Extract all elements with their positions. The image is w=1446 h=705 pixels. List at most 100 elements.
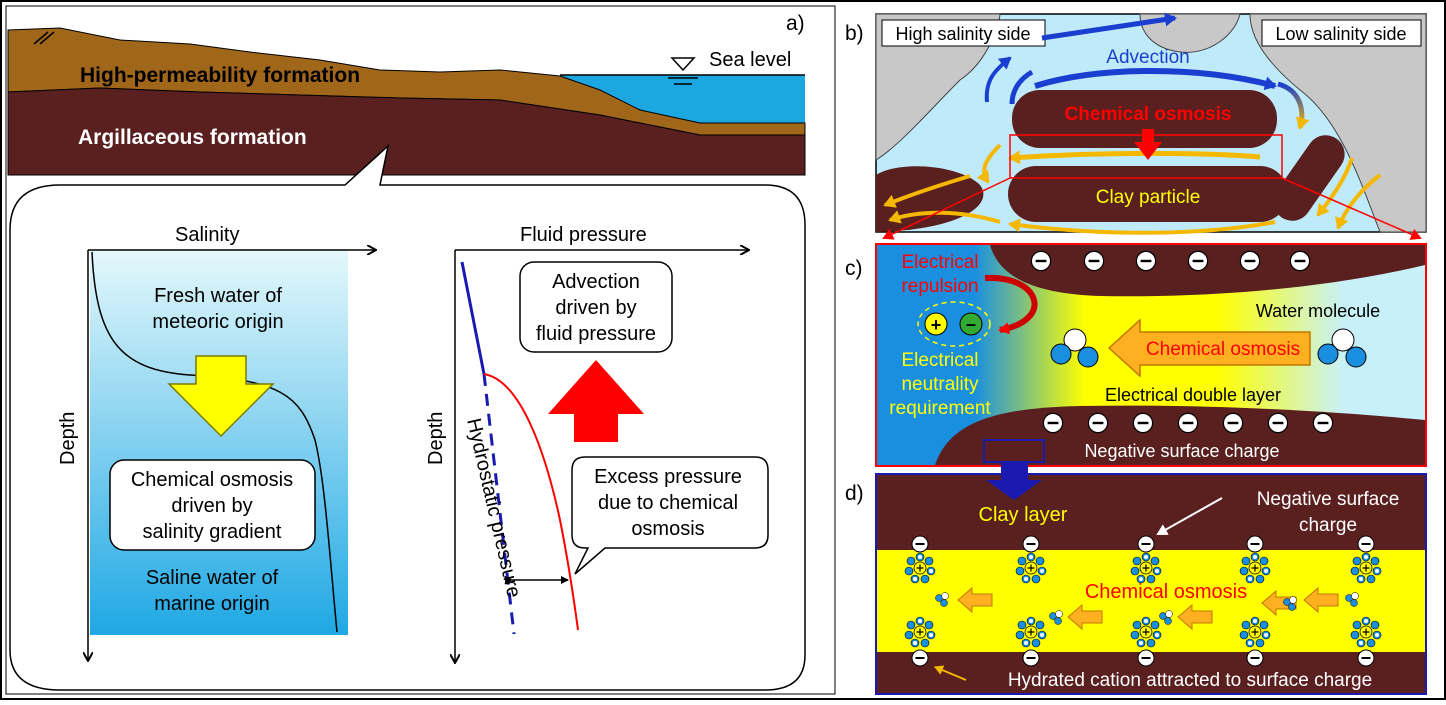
depth-axis-1-label: Depth (57, 412, 79, 465)
advection-arrow-left (984, 56, 1012, 103)
advection-label: Advection (1106, 47, 1189, 68)
panel-b-label: b) (845, 22, 864, 45)
chem-osmosis-arrow-c-icon (1107, 318, 1311, 378)
osmosis-arrow-far-right (1335, 173, 1382, 230)
negative-charge-icon (1289, 250, 1311, 272)
water-molecule-label: Water molecule (1256, 301, 1380, 321)
osmosis-arrow-bottom (1008, 218, 1276, 235)
repulsion-line1: Electrical (901, 252, 978, 273)
advection-arrow-mid (1034, 68, 1277, 91)
zoom-line-left (882, 177, 1011, 240)
advection-line1: Advection (552, 271, 640, 293)
advection-arrow-top (1041, 12, 1177, 41)
advection-box (519, 261, 673, 353)
negative-charge-icon (1135, 250, 1157, 272)
neutrality-line3: requirement (889, 398, 991, 419)
surface-charge-top-icon (1246, 535, 1264, 553)
saline-water-line1: Saline water of (146, 567, 279, 589)
advection-arrow-left-curve (1009, 69, 1034, 105)
water-molecule-right-icon (1317, 328, 1367, 368)
surface-charge-bottom-icon (911, 649, 929, 667)
neg-surface-d-line2: charge (1299, 515, 1357, 536)
surface-charge-top-icon (1137, 535, 1155, 553)
zoom-down-arrow-icon (986, 462, 1042, 500)
negative-charge-icon (1312, 412, 1334, 434)
surface-charge-top-icon (1022, 535, 1040, 553)
chem-osmosis-line1: Chemical osmosis (131, 469, 293, 491)
osmosis-down-arrow-icon (167, 355, 275, 438)
clay-particle-label: Clay particle (1096, 187, 1201, 208)
negative-charge-icon (1222, 412, 1244, 434)
osmosis-arrow-left-bend (976, 143, 1002, 184)
flow-arrow-right-curve (1277, 81, 1310, 130)
grain-right (1249, 13, 1427, 233)
chem-osmosis-label-b: Chemical osmosis (1065, 104, 1232, 125)
clay-layer-label: Clay layer (979, 504, 1068, 526)
argillaceous-layer (7, 87, 806, 176)
high-salinity-box (881, 19, 1046, 47)
osmosis-arrow-left-out (883, 174, 971, 208)
negative-charge-icon (1087, 412, 1109, 434)
osmosis-arrow-d-icon (1261, 589, 1297, 617)
excess-line3: osmosis (631, 518, 704, 540)
osmosis-arrow-right (1316, 157, 1354, 217)
repulsion-line2: repulsion (901, 276, 978, 297)
negative-charge-icon (1239, 250, 1261, 272)
chem-osmosis-line3: salinity gradient (143, 521, 282, 543)
excess-pressure-curve (483, 373, 579, 631)
surface-charge-top-icon (1357, 535, 1375, 553)
high-permeability-label: High-permeability formation (80, 64, 360, 87)
water-molecule-left-icon (1050, 328, 1099, 368)
chem-osmosis-label-c: Chemical osmosis (1146, 339, 1300, 360)
negative-charge-icon (1083, 250, 1105, 272)
chemical-osmosis-box (109, 459, 316, 551)
hydrostatic-line-dashed (482, 373, 516, 635)
ground-hatch-icon (33, 31, 55, 45)
chem-osmosis-line2: driven by (171, 495, 252, 517)
high-salinity-label: High salinity side (895, 24, 1030, 44)
panel-d-label: d) (845, 482, 864, 505)
clay-particle-lower (1008, 166, 1288, 222)
panel-b: b) High salinity side Low salinity side … (845, 12, 1427, 240)
clay-particle-right (1273, 135, 1345, 221)
low-salinity-label: Low salinity side (1275, 24, 1406, 44)
negative-charge-icon (1030, 250, 1052, 272)
panel-c-label: c) (845, 257, 863, 280)
neutrality-line2: neutrality (901, 374, 979, 395)
surface-charge-bottom-icon (1246, 649, 1264, 667)
advection-line2: driven by (555, 297, 636, 319)
hydrated-cation-label: Hydrated cation attracted to surface cha… (1008, 670, 1372, 691)
surface-charge-top-icon (911, 535, 929, 553)
negative-charge-icon (1132, 412, 1154, 434)
sea-level-icon (670, 57, 696, 72)
neg-surface-d-line1: Negative surface (1257, 489, 1400, 510)
clay-particle-upper (1012, 90, 1277, 148)
salinity-axis-label: Salinity (175, 224, 239, 246)
negative-charge-icon (1177, 412, 1199, 434)
neg-surface-pointer (1156, 497, 1223, 535)
panel-d: d) Clay layer Negative surface charge (845, 462, 1427, 695)
surface-charge-bottom-icon (1022, 649, 1040, 667)
hydrated-cation-pointer (934, 665, 967, 681)
saline-water-line2: marine origin (154, 593, 270, 615)
salinity-profile (91, 251, 338, 633)
cation-icon (924, 312, 948, 336)
neutrality-line1: Electrical (901, 350, 978, 371)
anion-sign: – (966, 314, 976, 334)
advection-line3: fluid pressure (536, 323, 656, 345)
depth-axis-2-label: Depth (425, 412, 447, 465)
negative-charge-icon (1267, 412, 1289, 434)
osmosis-arrow-d-icon (1303, 586, 1339, 614)
osmosis-down-arrow-b-icon (1134, 129, 1162, 160)
fresh-water-line2: meteoric origin (152, 311, 283, 333)
excess-line1: Excess pressure (594, 466, 742, 488)
panel-a-label: a) (786, 12, 805, 35)
anion-icon (959, 312, 983, 336)
repulsion-arrow-icon (984, 274, 1038, 335)
surface-charge-bottom-icon (1357, 649, 1375, 667)
zoom-box (1009, 134, 1283, 179)
osmosis-arrow-d-icon (1067, 603, 1103, 631)
chem-osmosis-label-d: Chemical osmosis (1085, 581, 1247, 603)
